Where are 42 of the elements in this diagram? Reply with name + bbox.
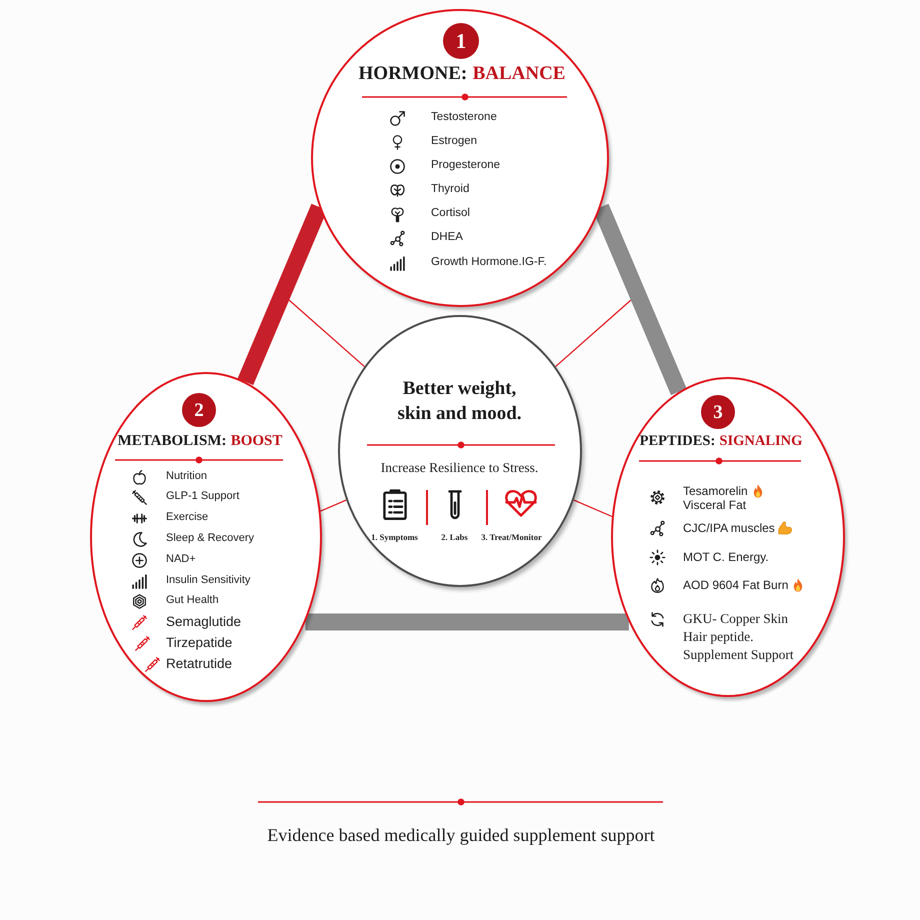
heading-text: METABOLISM: <box>118 432 226 450</box>
item-label: GKU- Copper Skin Hair peptide. Supplement Support <box>683 610 795 664</box>
item-label: Tesamorelin Visceral Fat <box>683 484 749 512</box>
tagline: Evidence based medically guided supplement support <box>267 825 655 847</box>
step-label: 2. Labs <box>441 532 468 543</box>
number-badge: 1 <box>443 23 479 59</box>
item-label: Tirzepatide <box>166 634 232 652</box>
connector-line <box>288 300 365 368</box>
connector-line <box>555 300 632 368</box>
subheading: Increase Resilience to Stress. <box>380 460 538 477</box>
connector-line <box>320 500 346 512</box>
number-badge: 3 <box>701 395 735 429</box>
item-label: Nutrition <box>166 470 207 484</box>
item-label: Semaglutide <box>166 614 242 630</box>
item-label: Cortisol <box>431 207 470 221</box>
item-label: AOD 9604 Fat Burn <box>683 578 788 592</box>
item-label: NAD+ <box>166 553 196 567</box>
item-label: MOT C. Energy. <box>683 550 769 564</box>
step-label: 1. Symptoms <box>371 532 418 543</box>
heading-text: HORMONE: <box>358 62 468 86</box>
number-badge: 2 <box>182 393 216 427</box>
connector-bar <box>305 614 629 630</box>
item-label: Growth Hormone.IG-F. <box>431 256 547 270</box>
headline: Better weight, skin and mood. <box>396 376 522 426</box>
item-label: Sleep & Recovery <box>166 532 254 546</box>
item-label: CJC/IPA muscles <box>683 520 775 536</box>
item-label: DHEA <box>431 231 463 245</box>
item-label: Insulin Sensitivity <box>166 574 250 588</box>
item-label: Progesterone <box>431 159 500 173</box>
item-label: Estrogen <box>431 135 478 149</box>
connector-line <box>574 500 612 518</box>
item-label: Thyroid <box>431 183 470 197</box>
item-label: Gut Health <box>166 594 219 608</box>
item-label: Testosterone <box>431 111 497 125</box>
item-label: Exercise <box>166 511 208 525</box>
item-label: GLP-1 Support <box>166 490 240 504</box>
step-label: 3. Treat/Monitor <box>481 532 542 543</box>
heading-text: PEPTIDES: <box>640 433 716 451</box>
item-label: Retatrutide <box>166 656 232 672</box>
heading-keyword: SIGNALING <box>719 433 802 451</box>
heading-keyword: BALANCE <box>472 62 566 86</box>
heading-keyword: BOOST <box>230 432 282 450</box>
